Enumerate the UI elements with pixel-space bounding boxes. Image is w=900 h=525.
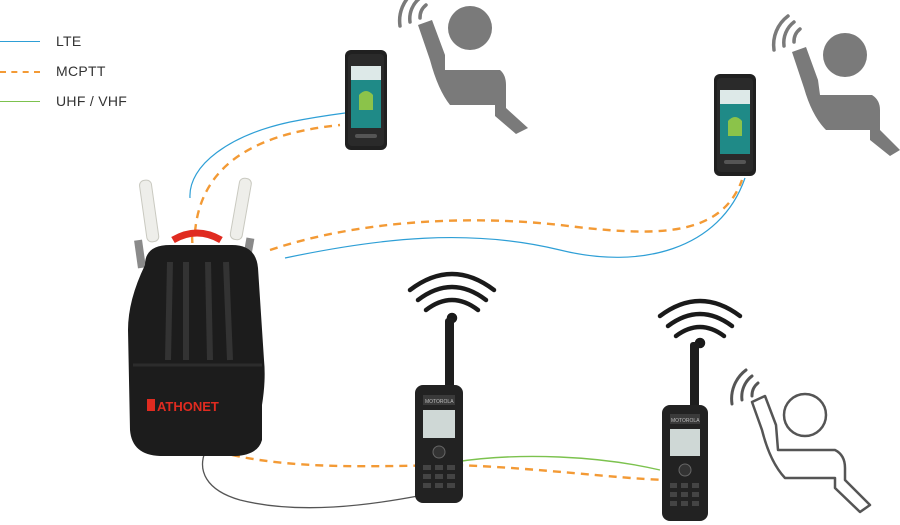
lte-link-phone-2 xyxy=(285,178,745,258)
rugged-smartphone-icon xyxy=(345,50,387,150)
mcptt-link-phone-2 xyxy=(270,180,742,250)
radio-brand-label: MOTOROLA xyxy=(671,418,700,424)
cable-link xyxy=(203,452,418,508)
mcptt-link-radio-2 xyxy=(455,465,665,480)
handheld-radio-icon: MOTOROLA xyxy=(660,301,740,521)
backpack-base-station-icon: ATHONET xyxy=(128,177,265,456)
rugged-smartphone-icon xyxy=(714,74,756,176)
signal-waves-icon xyxy=(400,0,426,26)
signal-waves-icon xyxy=(774,16,800,50)
handheld-radio-icon: MOTOROLA xyxy=(410,274,494,503)
signal-waves-icon xyxy=(732,370,758,404)
antenna-left xyxy=(139,179,160,242)
lte-link-phone-1 xyxy=(190,113,345,198)
connections xyxy=(190,113,745,508)
antenna-right xyxy=(230,177,253,240)
signal-waves-icon xyxy=(410,274,494,321)
backpack-handle xyxy=(173,233,221,240)
signal-waves-icon xyxy=(660,301,740,346)
person-talking-icon xyxy=(400,0,528,134)
person-talking-icon xyxy=(774,16,900,156)
person-talking-icon xyxy=(732,370,870,512)
backpack-brand-label: ATHONET xyxy=(157,399,219,414)
backpack-body xyxy=(128,245,265,456)
uhf-vhf-link xyxy=(455,456,660,470)
mcptt-link-phone-1 xyxy=(195,125,340,232)
radio-brand-label: MOTOROLA xyxy=(425,399,454,405)
